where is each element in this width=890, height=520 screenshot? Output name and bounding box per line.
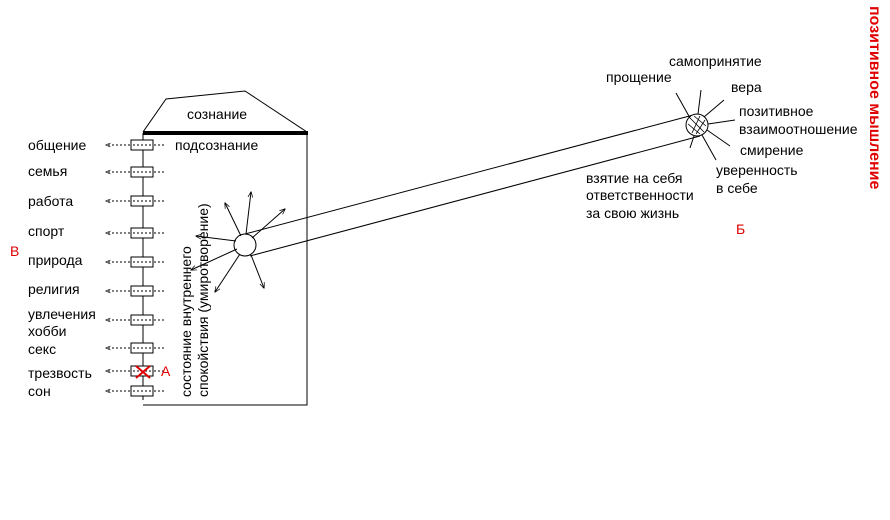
house-body (143, 133, 308, 406)
label-samoprinyatie: самопринятие (669, 53, 762, 69)
svg-text:состояние внутреннего: состояние внутреннего (178, 246, 194, 397)
tube-top (244, 113, 698, 235)
label-responsibility-2: ответственности (586, 187, 694, 203)
label-vera: вера (731, 79, 762, 95)
left-item-label: увлечения (28, 306, 96, 322)
left-item-label: сон (28, 383, 51, 399)
marker-a: А (161, 363, 171, 379)
house-roof (142, 90, 308, 133)
marker-v: В (10, 243, 19, 259)
circle-hatching (687, 115, 707, 135)
left-item-label: религия (28, 281, 80, 297)
left-item-label: работа (28, 193, 73, 209)
left-item-label: секс (28, 341, 56, 357)
outer-rays (675, 89, 736, 161)
left-item-label: природа (28, 252, 83, 268)
label-smirenie: смирение (740, 142, 804, 158)
label-proshchenie: прощение (606, 69, 672, 85)
label-confidence-1: уверенность (716, 162, 798, 178)
radiating-arrows (191, 192, 285, 292)
label-responsibility-3: за свою жизнь (586, 205, 679, 221)
left-item-label: спорт (28, 223, 65, 239)
cross-icon (135, 365, 151, 379)
label-positive-2: взаимоотношение (739, 121, 858, 137)
diagram-title: позитивное мышление (866, 6, 883, 189)
left-item-label: хобби (28, 323, 67, 339)
subconscious-label: подсознание (175, 137, 259, 153)
tube-bottom (249, 135, 701, 257)
left-item-label: семья (28, 163, 67, 179)
label-responsibility-1: взятие на себя (586, 170, 683, 186)
label-positive-1: позитивное (739, 103, 814, 119)
svg-text:спокойствия (умиротворение): спокойствия (умиротворение) (195, 203, 211, 397)
left-item-label: общение (28, 137, 87, 153)
label-confidence-2: в себе (716, 180, 758, 196)
left-items: общение семья работа спорт природа религия увл… (28, 137, 164, 399)
roof-label: сознание (187, 106, 247, 122)
left-item-label: трезвость (28, 365, 92, 381)
marker-b: Б (736, 221, 745, 237)
state-label: состояние внутреннего спокойствия (умиро… (178, 203, 211, 397)
